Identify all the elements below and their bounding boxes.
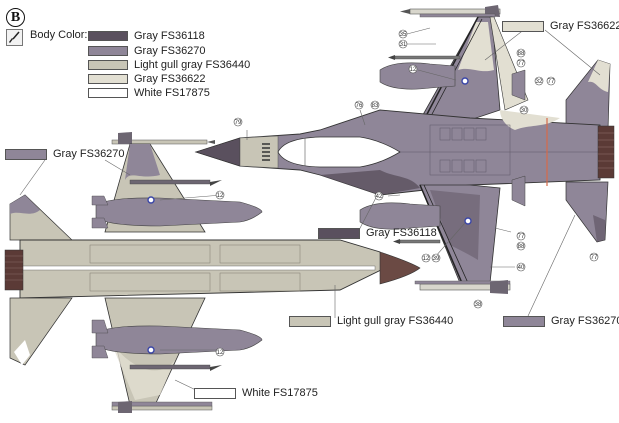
svg-text:30: 30 (521, 108, 528, 114)
svg-text:38: 38 (475, 302, 482, 308)
paint-brush-icon (6, 29, 23, 46)
legend-item: White FS17875 (88, 87, 210, 99)
callout-swatch (503, 315, 545, 327)
part-number: 38 (473, 299, 483, 309)
svg-text:77: 77 (518, 234, 525, 240)
legend-item: Gray FS36270 (88, 45, 206, 57)
color-callout-gray-36118: Gray FS36118 (318, 227, 437, 239)
svg-text:79: 79 (235, 120, 242, 126)
callout-label: Gray FS36622 (550, 20, 619, 32)
svg-text:76: 76 (356, 103, 363, 109)
part-number: 40 (516, 262, 526, 272)
part-number: 88 (516, 241, 526, 251)
fuel-tank (95, 325, 263, 355)
svg-text:88: 88 (518, 244, 525, 250)
callout-swatch (194, 387, 236, 399)
svg-text:12: 12 (410, 67, 417, 73)
svg-text:12: 12 (217, 350, 224, 356)
part-number-callouts: 35 31 12 88 77 32 77 30 79 76 83 42 12 7… (215, 29, 599, 357)
svg-text:32: 32 (536, 79, 543, 85)
svg-text:12: 12 (423, 256, 430, 262)
part-number: 77 (516, 231, 526, 241)
fuel-tank (379, 62, 456, 90)
callout-swatch (289, 315, 331, 327)
svg-text:31: 31 (400, 42, 407, 48)
fuel-tank (95, 197, 263, 227)
legend-swatch (88, 88, 128, 98)
svg-text:77: 77 (591, 255, 598, 261)
missile (111, 401, 213, 413)
legend-item: Gray FS36118 (88, 30, 205, 42)
svg-text:77: 77 (518, 61, 525, 67)
svg-text:35: 35 (400, 32, 407, 38)
part-number: 32 (534, 76, 544, 86)
part-number: 39 (431, 253, 441, 263)
callout-label: Gray FS36270 (551, 315, 619, 327)
svg-text:12: 12 (217, 193, 224, 199)
part-number: 12 (215, 347, 225, 357)
legend-swatch (88, 31, 128, 41)
part-number: 76 (354, 100, 364, 110)
legend-swatch (88, 60, 128, 70)
part-number: 12 (421, 253, 431, 263)
color-callout-light-gull-gray: Light gull gray FS36440 (289, 315, 453, 327)
legend-label: Gray FS36118 (134, 30, 205, 42)
fuel-tank (359, 202, 441, 230)
callout-swatch (318, 227, 360, 239)
legend-label: Light gull gray FS36440 (134, 59, 251, 71)
missile (111, 132, 215, 145)
part-number: 35 (398, 29, 408, 39)
legend-label: White FS17875 (134, 87, 210, 99)
legend-label: Gray FS36270 (134, 45, 206, 57)
part-number: 83 (370, 100, 380, 110)
part-number: 12 (408, 64, 418, 74)
roundel (147, 196, 155, 204)
color-callout-gray-36622: Gray FS36622 (502, 20, 619, 32)
color-callout-gray-36270-right: Gray FS36270 (503, 315, 619, 327)
roundel (147, 346, 155, 354)
part-number: 79 (233, 117, 243, 127)
profile-badge: B (6, 8, 25, 27)
part-number: 77 (589, 252, 599, 262)
legend-swatch (88, 74, 128, 84)
svg-text:77: 77 (548, 79, 555, 85)
color-callout-gray-36270-left: Gray FS36270 (5, 148, 125, 160)
legend-swatch (88, 46, 128, 56)
part-number: 12 (215, 190, 225, 200)
aircraft-bottom-view (4, 132, 421, 413)
legend-item: Light gull gray FS36440 (88, 59, 250, 71)
svg-text:83: 83 (372, 103, 379, 109)
aircraft-top-view (194, 5, 615, 294)
legend-label: Gray FS36622 (134, 73, 206, 85)
part-number: 42 (374, 191, 384, 201)
part-number: 77 (546, 76, 556, 86)
roundel (461, 77, 469, 85)
part-number: 77 (516, 58, 526, 68)
part-number: 30 (519, 105, 529, 115)
color-callout-white-17875: White FS17875 (194, 387, 318, 399)
missile (414, 280, 511, 294)
callout-label: White FS17875 (242, 387, 318, 399)
nose (379, 251, 421, 285)
part-number: 88 (516, 48, 526, 58)
svg-text:88: 88 (518, 51, 525, 57)
part-number: 31 (398, 39, 408, 49)
exhaust (597, 125, 615, 179)
legend-item: Gray FS36622 (88, 73, 206, 85)
roundel (464, 217, 472, 225)
callout-swatch (5, 148, 47, 160)
body-color-label: Body Color: (30, 29, 88, 41)
callout-label: Gray FS36118 (366, 227, 437, 239)
svg-text:42: 42 (376, 194, 383, 200)
svg-text:40: 40 (518, 265, 525, 271)
missile (400, 5, 501, 18)
callout-swatch (502, 20, 544, 32)
svg-text:39: 39 (433, 256, 440, 262)
callout-label: Light gull gray FS36440 (337, 315, 454, 327)
callout-label: Gray FS36270 (53, 148, 125, 160)
